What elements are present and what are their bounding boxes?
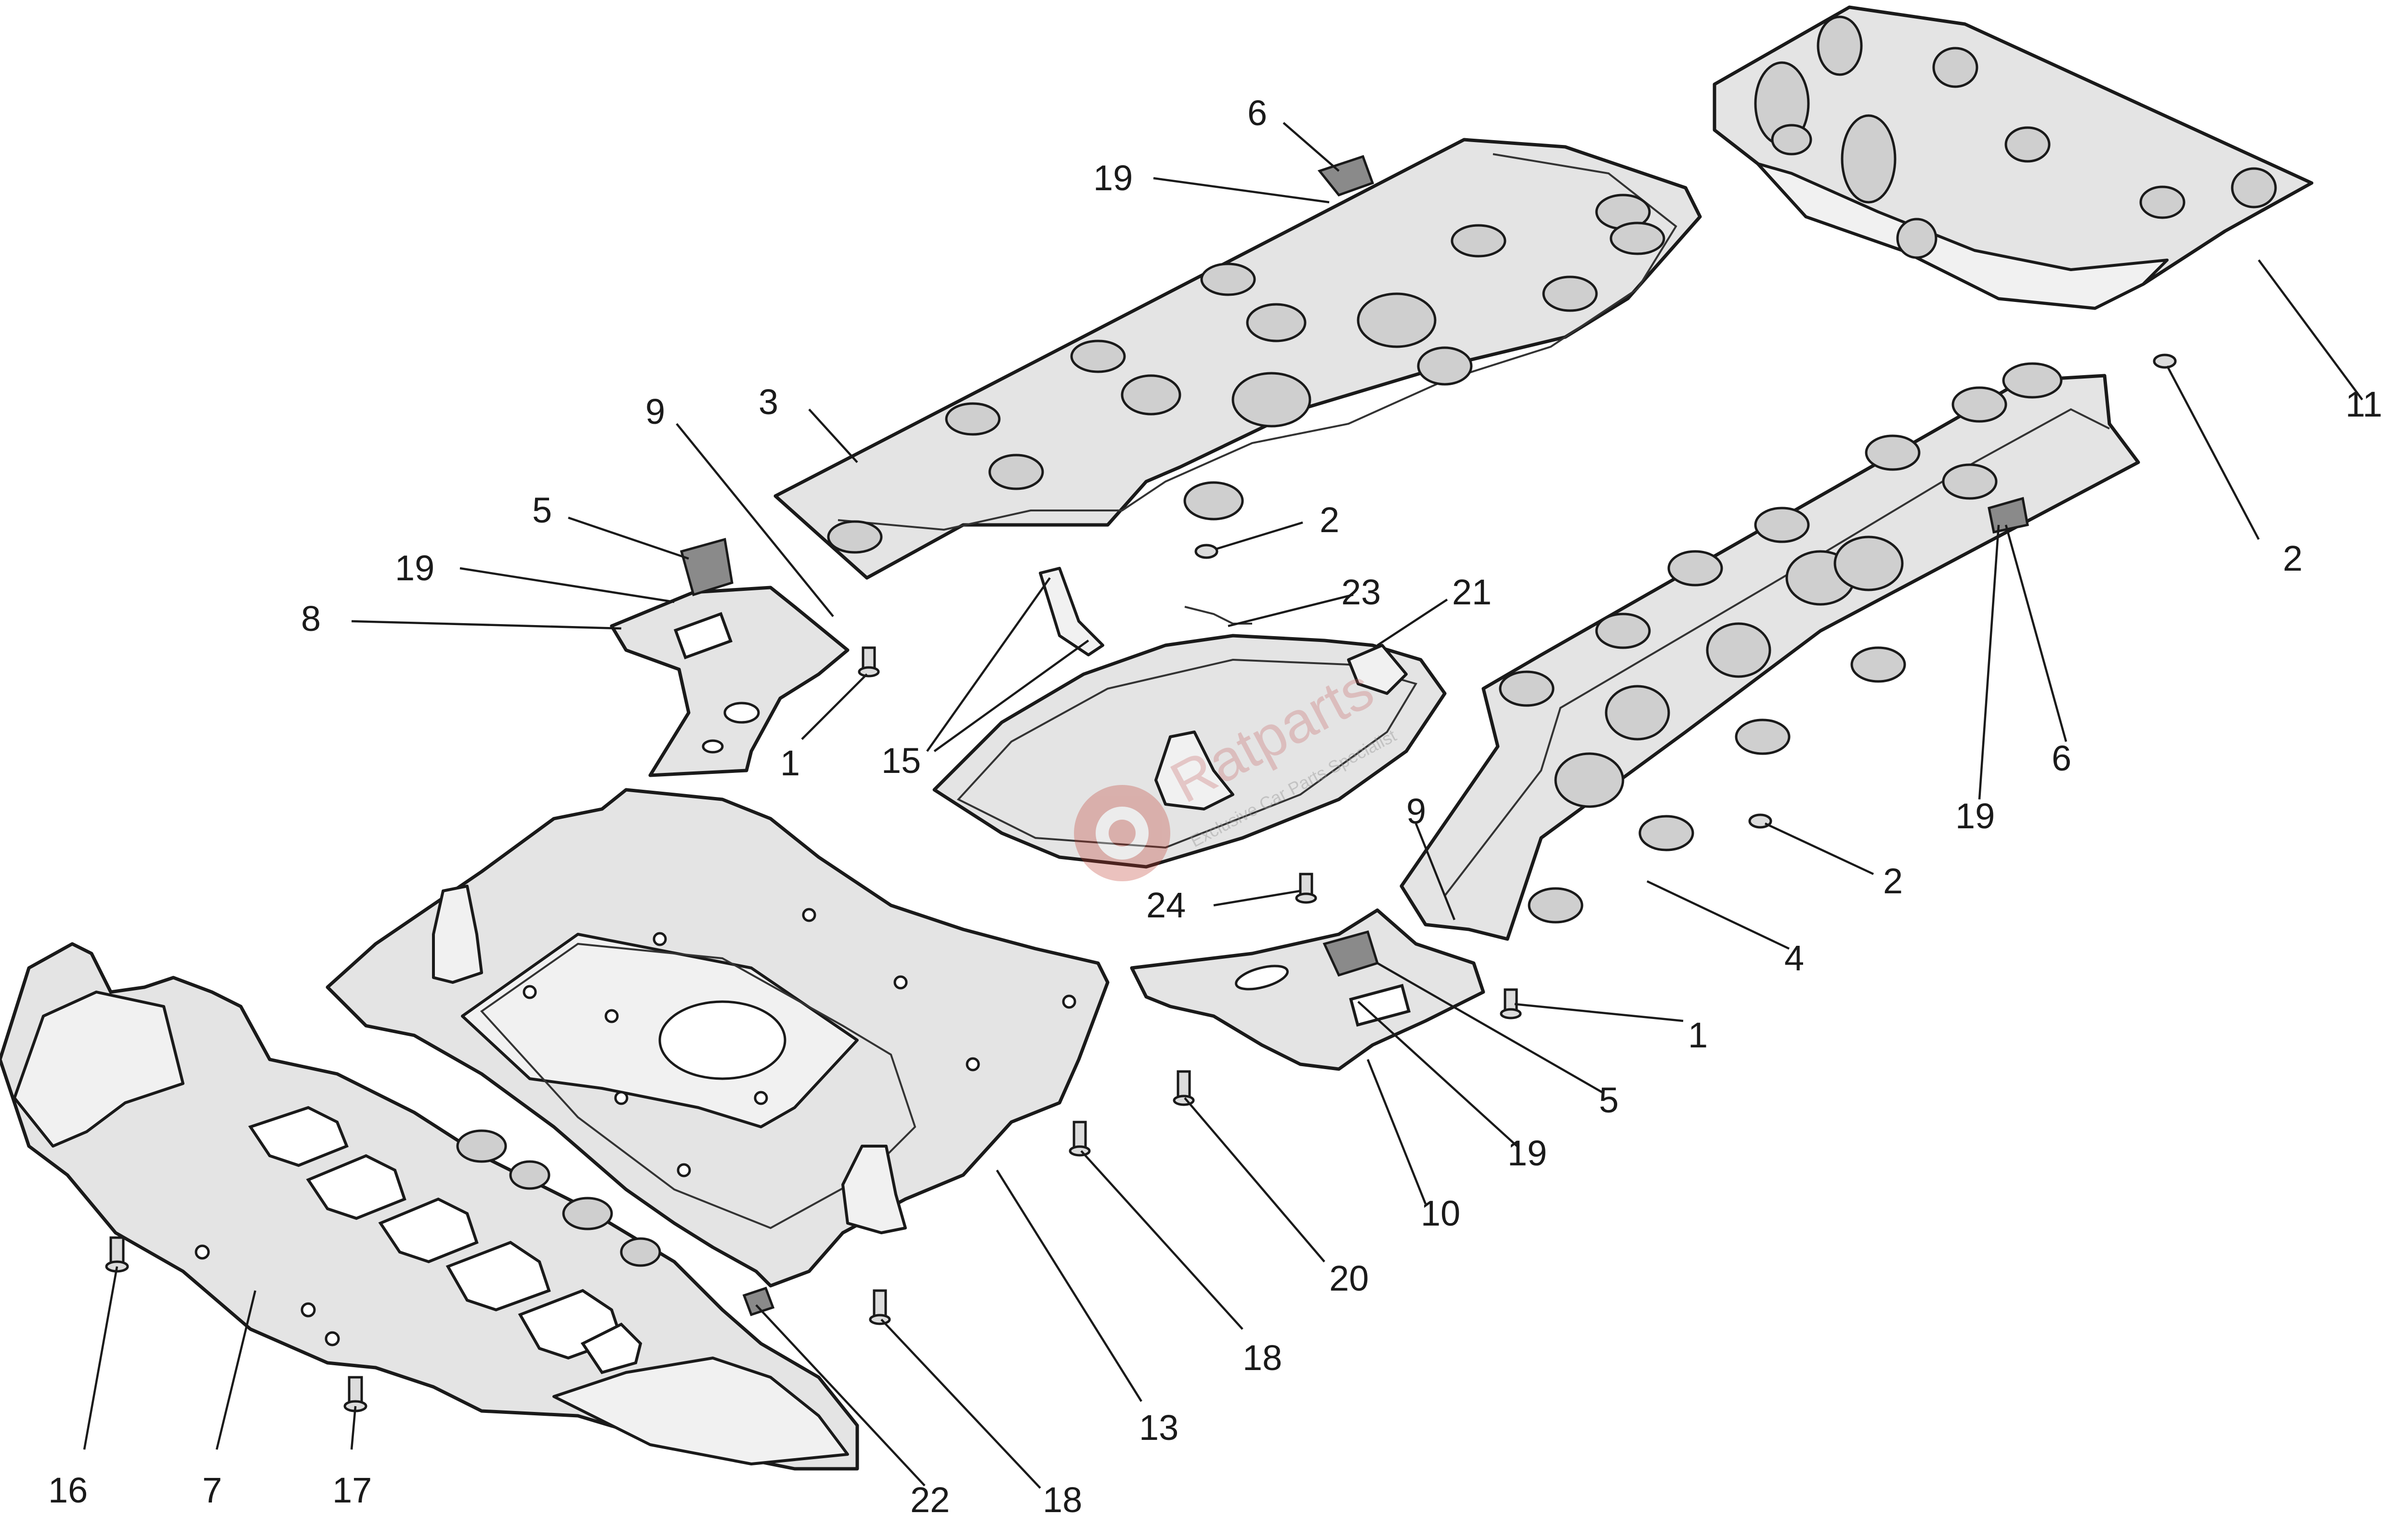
part-4-dimples	[1499, 362, 2063, 924]
callout-label: 17	[332, 1470, 372, 1510]
part-7-front-shield	[0, 942, 859, 1471]
callout-label: 8	[301, 599, 321, 639]
callout-label: 9	[645, 392, 665, 431]
part-7-dimples	[456, 1129, 661, 1267]
clip-6-top	[1317, 155, 1374, 196]
clip-22	[742, 1286, 775, 1317]
ratparts-logo-icon	[1074, 785, 1170, 881]
bolt-16	[105, 1236, 129, 1273]
nut-2-right-top	[2153, 353, 2177, 369]
bolt-17	[343, 1376, 367, 1412]
callout-label: 1	[780, 743, 800, 783]
callout-label: 10	[1421, 1193, 1460, 1233]
callout-label: 1	[1688, 1015, 1708, 1055]
part-7-vent-slots	[248, 1106, 642, 1374]
callout-label: 18	[1043, 1480, 1082, 1515]
part-11-dimples	[1754, 15, 2277, 259]
callout-label: 6	[1247, 93, 1267, 133]
callout-label: 3	[759, 382, 778, 422]
bolt-20	[1173, 1070, 1195, 1106]
callout-label: 9	[1406, 791, 1426, 831]
callout-label: 2	[1883, 861, 1903, 901]
callout-label: 22	[910, 1480, 950, 1515]
part-21-center-panel	[932, 634, 1447, 869]
callout-label: 4	[1784, 938, 1804, 978]
callout-label: 16	[48, 1470, 88, 1510]
part-13-bolt-holes	[523, 908, 1076, 1177]
callout-labels: 6 19 3 9 5 19 8 2 23 21 1 15 24 11 2 6 1…	[48, 93, 2382, 1515]
part-10-bracket-panel-right	[1130, 908, 1485, 1071]
part-8-bracket-panel-left	[610, 586, 850, 777]
bolt-18-a	[1069, 1121, 1091, 1157]
bolt-24	[1295, 873, 1317, 904]
callout-label: 5	[532, 490, 552, 530]
bolt-1-right	[1500, 988, 1522, 1019]
clip-5-left	[680, 537, 733, 597]
callout-label: 2	[1320, 500, 1339, 540]
bolt-1-left	[858, 646, 880, 678]
part-3-side-panel-left	[773, 138, 1702, 580]
callout-label: 23	[1341, 572, 1381, 612]
callout-label: 13	[1139, 1408, 1178, 1448]
callout-label: 19	[1955, 796, 1995, 836]
part-11-rear-shield	[1713, 5, 2314, 310]
callout-label: 19	[1093, 158, 1133, 198]
callout-label: 18	[1243, 1338, 1282, 1378]
callout-label: 19	[1507, 1133, 1547, 1173]
leader-lines	[83, 122, 2363, 1489]
callout-label: 19	[395, 548, 434, 588]
callout-label: 24	[1146, 885, 1186, 925]
bracket-15	[1039, 567, 1104, 656]
fasteners	[105, 353, 2177, 1412]
callout-label: 6	[2052, 738, 2071, 778]
nut-2-top	[1194, 544, 1218, 559]
callout-label: 2	[2283, 538, 2303, 578]
bolt-18-b	[869, 1289, 891, 1325]
part-4-side-panel-right	[1400, 362, 2140, 941]
strap-23	[1184, 606, 1252, 625]
part-13-main-underbody	[326, 788, 1110, 1288]
part-3-dimples	[827, 194, 1665, 554]
callout-label: 21	[1452, 572, 1492, 612]
callout-label: 5	[1599, 1080, 1619, 1120]
callout-label: 11	[2345, 384, 2382, 424]
callout-label: 7	[202, 1470, 222, 1510]
clip-6-right	[1988, 496, 2029, 534]
callout-label: 15	[881, 741, 921, 781]
callout-label: 20	[1329, 1258, 1369, 1298]
